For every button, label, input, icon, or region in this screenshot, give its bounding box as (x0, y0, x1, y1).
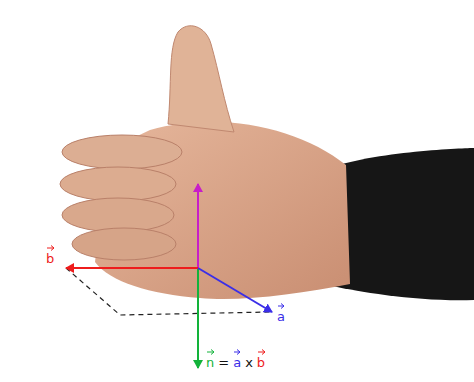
sleeve (330, 148, 474, 300)
vector-up (197, 184, 199, 268)
finger (62, 135, 182, 169)
thumb (168, 26, 234, 132)
finger (62, 198, 174, 232)
vector-label: b (257, 348, 265, 370)
vector-label: b (46, 244, 54, 266)
vector-label: n (206, 348, 214, 370)
vector-mark (46, 244, 55, 252)
vector-mark (206, 348, 215, 356)
formula: n=axb (206, 348, 265, 370)
vector-mark (257, 348, 266, 356)
vector-label: a (277, 302, 285, 324)
finger (72, 228, 176, 260)
vector-n (197, 268, 199, 368)
vector-mark (277, 302, 285, 310)
finger (60, 167, 176, 201)
vector-b (66, 267, 198, 269)
operator-label: x (245, 348, 253, 370)
vector-mark (233, 348, 241, 356)
vector-label: a (233, 348, 241, 370)
vector-a (198, 268, 272, 312)
operator-label: = (218, 348, 229, 370)
